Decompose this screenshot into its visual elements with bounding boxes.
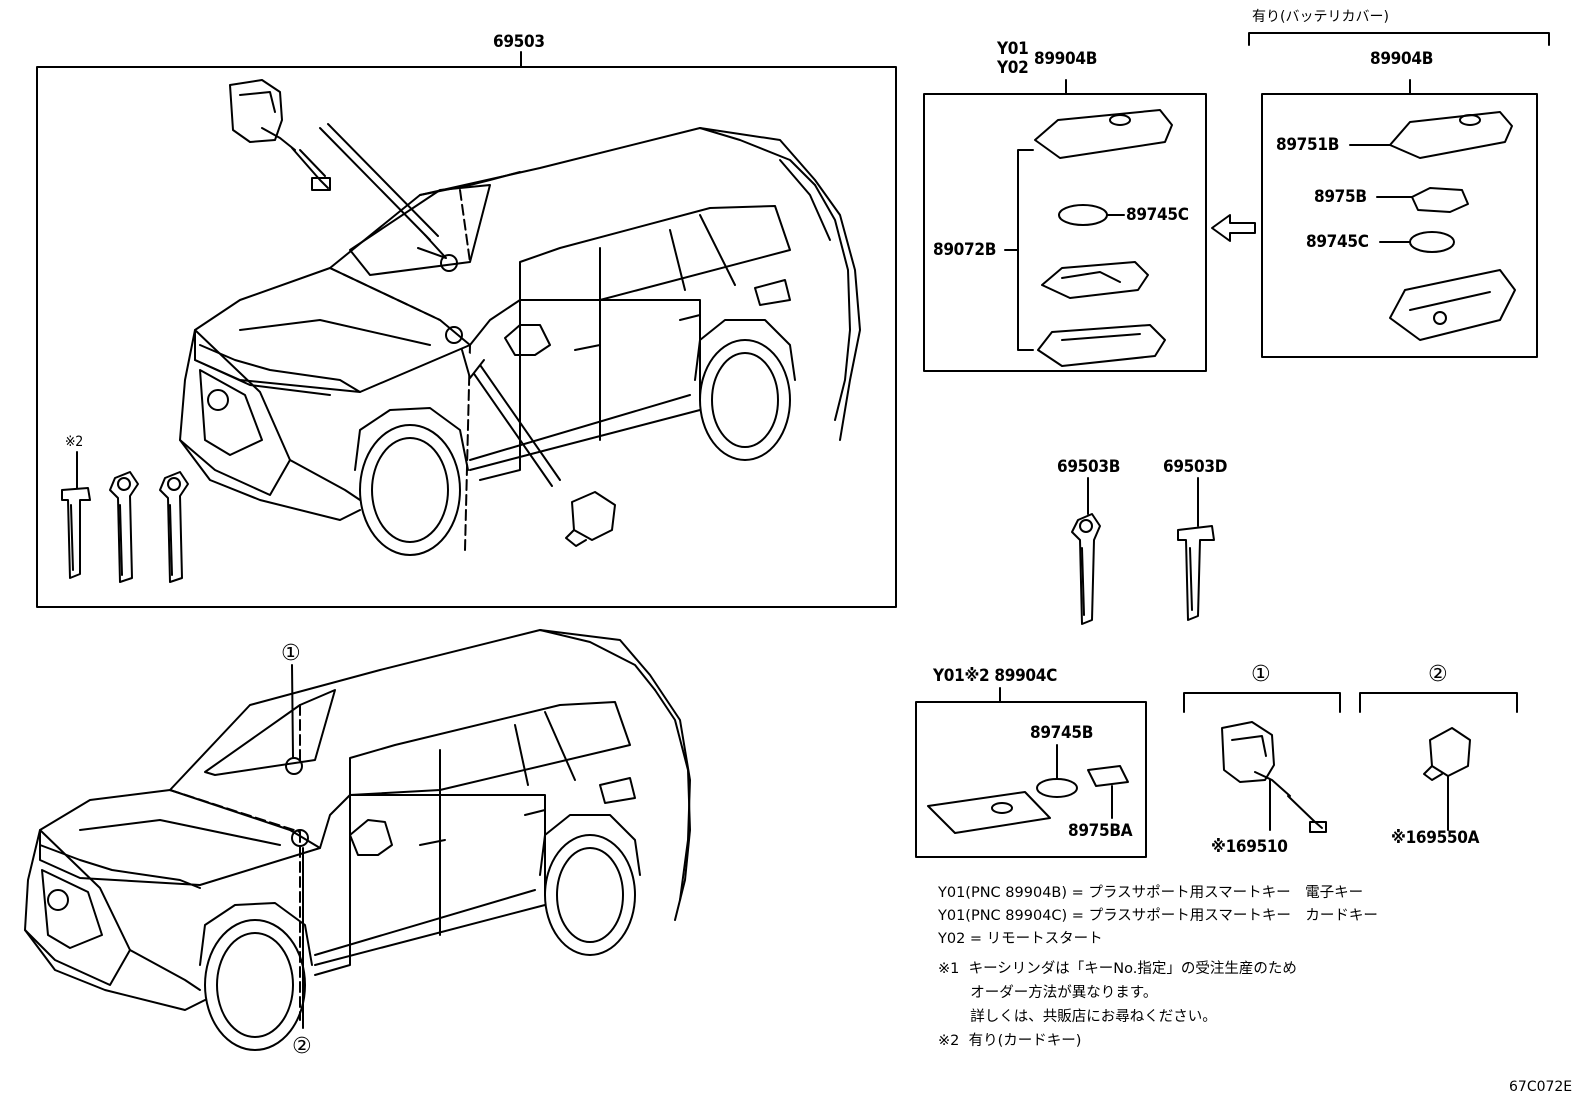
case-label: 89072B: [933, 240, 997, 260]
note-line-6: 詳しくは、共販店にお尋ねください。: [938, 1009, 1217, 1025]
sensor-part-label: ※169550A: [1391, 828, 1480, 848]
battery-label-b: 89745C: [1306, 232, 1369, 252]
callout-2-vehicle: ②: [292, 1034, 312, 1059]
key-d-label: 69503D: [1163, 457, 1228, 477]
key-cylinder-top: [229, 79, 331, 191]
card-key-title: Y01※2 89904C: [933, 666, 1058, 686]
battery-cover-note: 有り(バッテリカバー): [1252, 9, 1389, 25]
cylinder-part-label: ※169510: [1211, 837, 1288, 857]
smart-key-frame-left: [923, 93, 1207, 372]
key-69503b: [1071, 477, 1101, 625]
key-b-label: 69503B: [1057, 457, 1121, 477]
vehicle-top-view: [179, 127, 861, 556]
battery-label-a: 89745C: [1126, 205, 1189, 225]
note-mark-2: ※2: [65, 434, 83, 450]
note-line-4: ※1 キーシリンダは「キーNo.指定」の受注生産のため: [938, 961, 1297, 977]
callout-1-top: ①: [1251, 662, 1271, 687]
vehicle-bottom-view: [24, 629, 691, 1051]
diagram-code: 67C072E: [1509, 1079, 1573, 1095]
callout-2-top: ②: [1428, 662, 1448, 687]
key-cylinder-part: [1221, 721, 1327, 833]
smart-key-label-2: 89904B: [1370, 49, 1434, 69]
smart-key-frame-right: [1261, 93, 1538, 358]
note-line-2: Y01(PNC 89904C) = プラスサポート用スマートキー カードキー: [938, 908, 1378, 924]
sensor-top: [565, 491, 616, 547]
note-line-5: オーダー方法が異なります。: [938, 985, 1158, 1001]
card-battery-label: 89745B: [1030, 723, 1094, 743]
sensor-part: [1423, 727, 1471, 831]
note-line-3: Y02 = リモートスタート: [938, 931, 1103, 947]
main-assembly-label: 69503: [493, 32, 545, 52]
smart-key-label: 89904B: [1034, 49, 1098, 69]
y01-label: Y01: [997, 39, 1029, 59]
clip-label: 8975B: [1314, 187, 1367, 207]
card-plate-label: 8975BA: [1068, 821, 1133, 841]
assembly-frame: [36, 66, 897, 608]
keys-top: [61, 451, 189, 583]
cover-label: 89751B: [1276, 135, 1340, 155]
note-line-1: Y01(PNC 89904B) = プラスサポート用スマートキー 電子キー: [938, 885, 1364, 901]
y02-label: Y02: [997, 58, 1029, 78]
note-line-7: ※2 有り(カードキー): [938, 1033, 1082, 1049]
callout-1-vehicle: ①: [281, 641, 301, 666]
key-69503d: [1177, 477, 1215, 621]
card-key-frame: [915, 701, 1147, 858]
